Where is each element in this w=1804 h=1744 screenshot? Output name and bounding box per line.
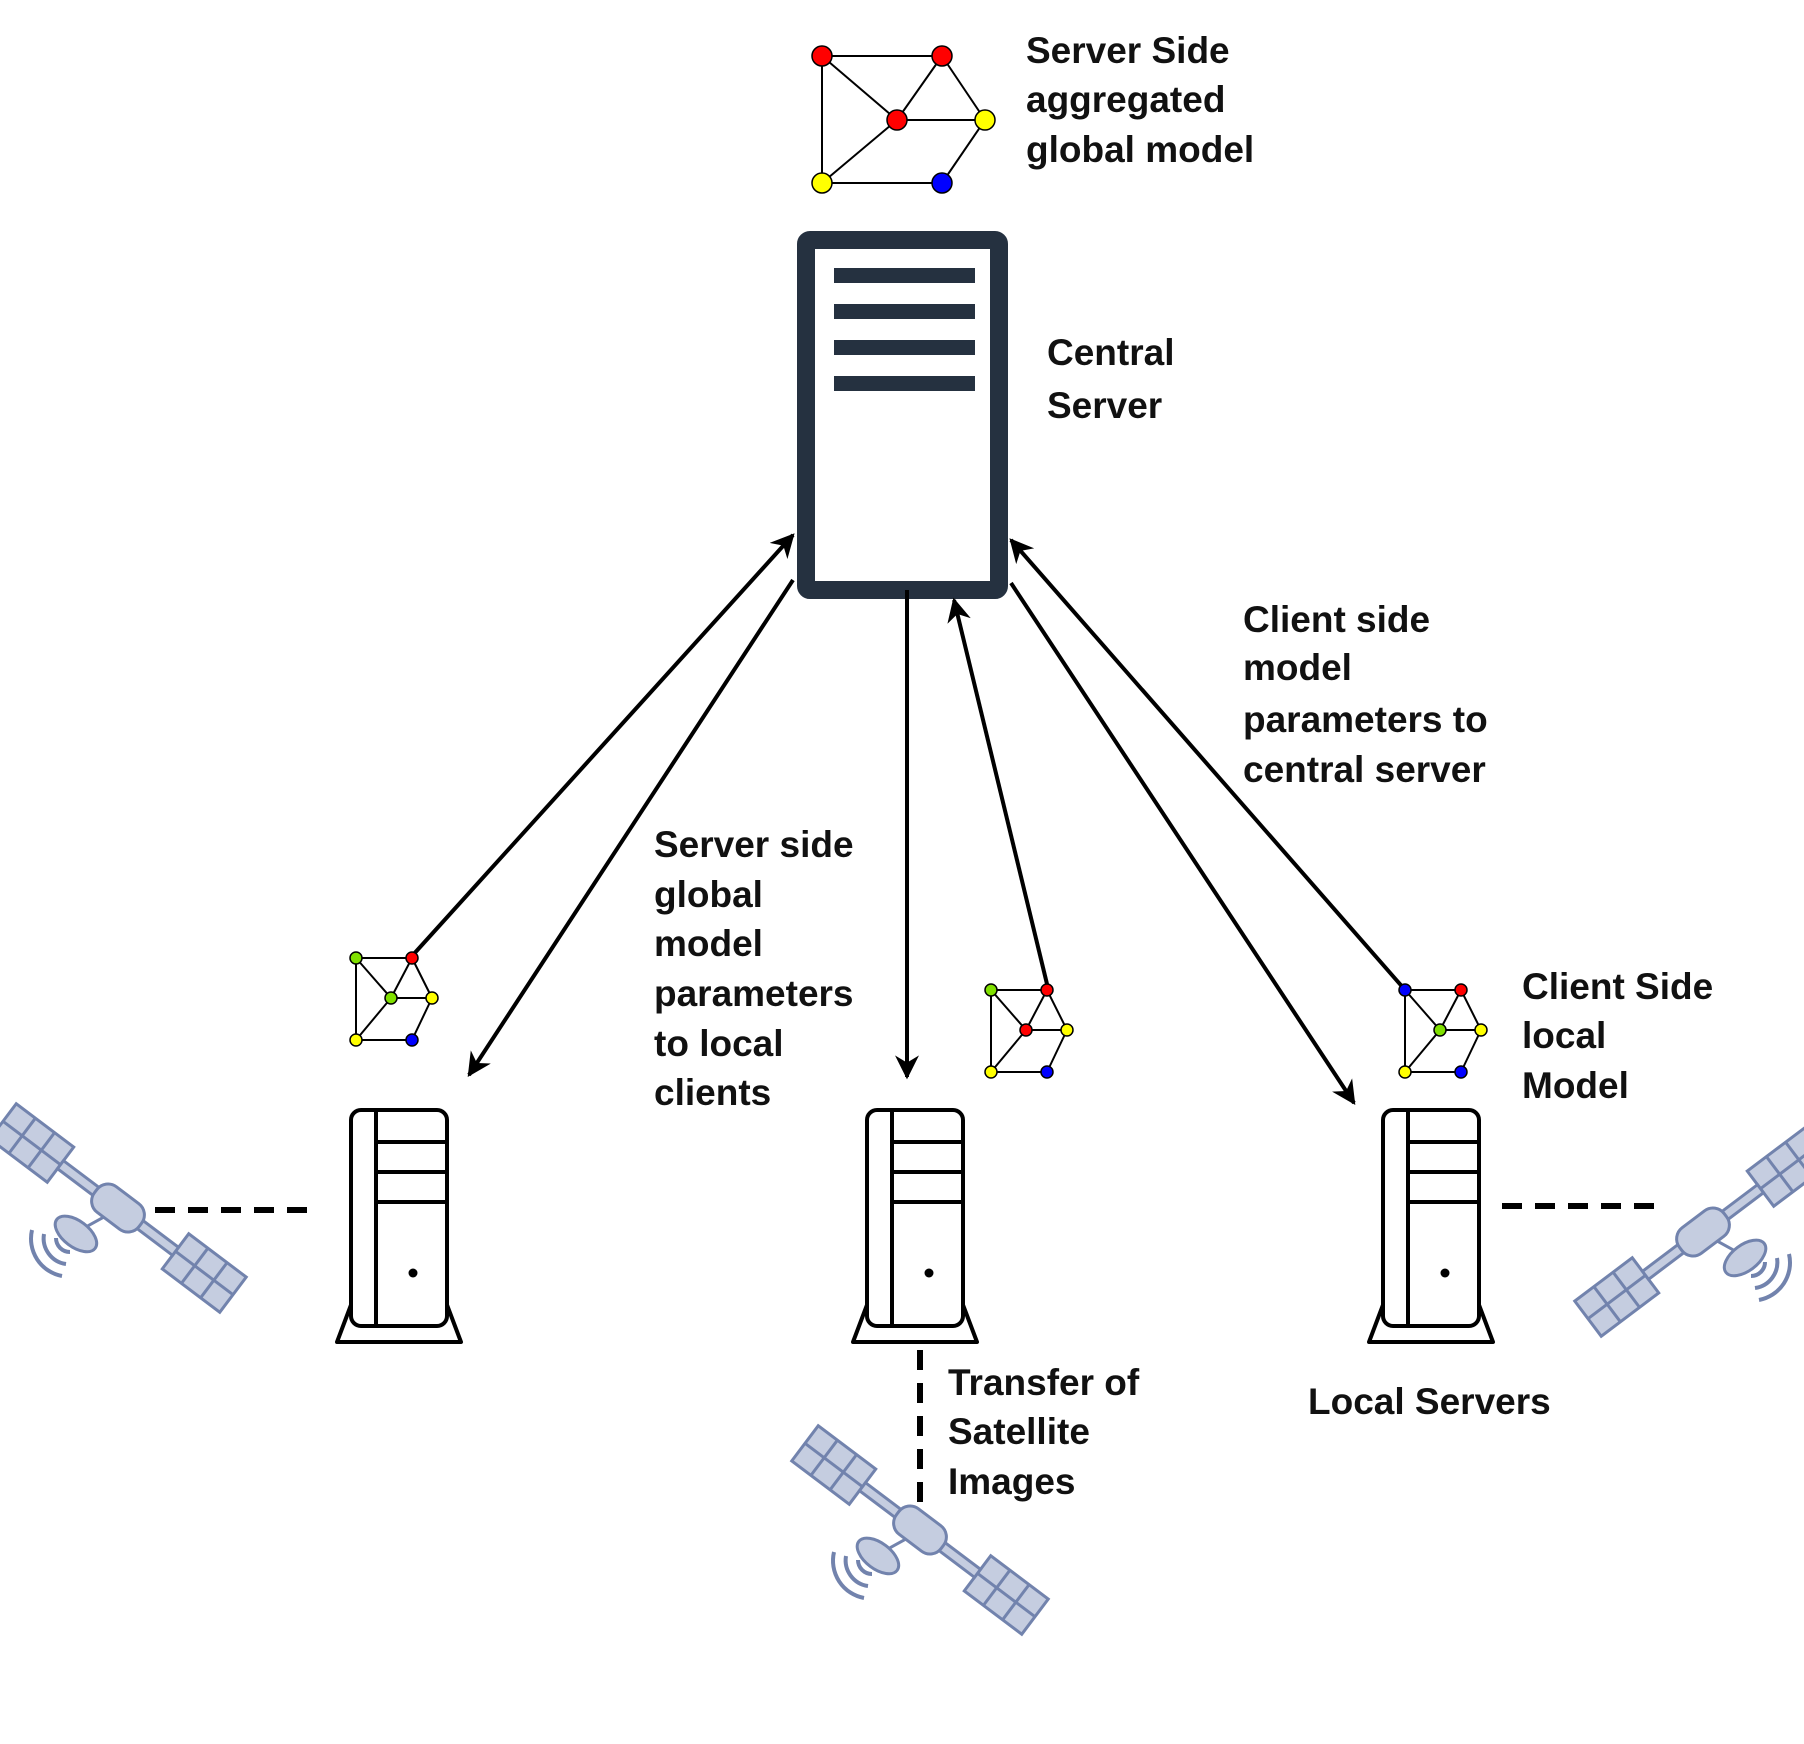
local-server-2-icon: [851, 1108, 979, 1344]
arrow-client3-to-server: [1009, 538, 1408, 993]
client-params-label: Client side model parameters to central …: [1243, 599, 1498, 790]
local-server-1-icon: [335, 1108, 463, 1344]
arrow-server-to-client3: [1009, 581, 1356, 1106]
client3-local-model-graph-icon: [1398, 983, 1488, 1079]
local-servers-label: Local Servers: [1308, 1381, 1551, 1422]
central-server-icon: [797, 231, 1008, 599]
satellite-right-icon: [1572, 1125, 1804, 1368]
local-server-3-icon: [1367, 1108, 1495, 1344]
global-model-graph-icon: [811, 45, 996, 194]
client2-local-model-graph-icon: [984, 983, 1074, 1079]
arrow-server-to-client1: [467, 578, 795, 1078]
central-server-label: Central Server: [1047, 332, 1185, 426]
server-params-label: Server side global model parameters to l…: [654, 824, 864, 1113]
arrow-client2-to-server: [947, 597, 1049, 985]
arrow-client1-to-server: [410, 533, 795, 958]
global-model-label: Server Side aggregated global model: [1026, 30, 1254, 170]
local-model-label: Client Side local Model: [1522, 966, 1723, 1106]
satellite-left-icon: [0, 1101, 249, 1344]
transfer-label: Transfer of Satellite Images: [948, 1362, 1150, 1502]
client1-local-model-graph-icon: [349, 951, 439, 1047]
